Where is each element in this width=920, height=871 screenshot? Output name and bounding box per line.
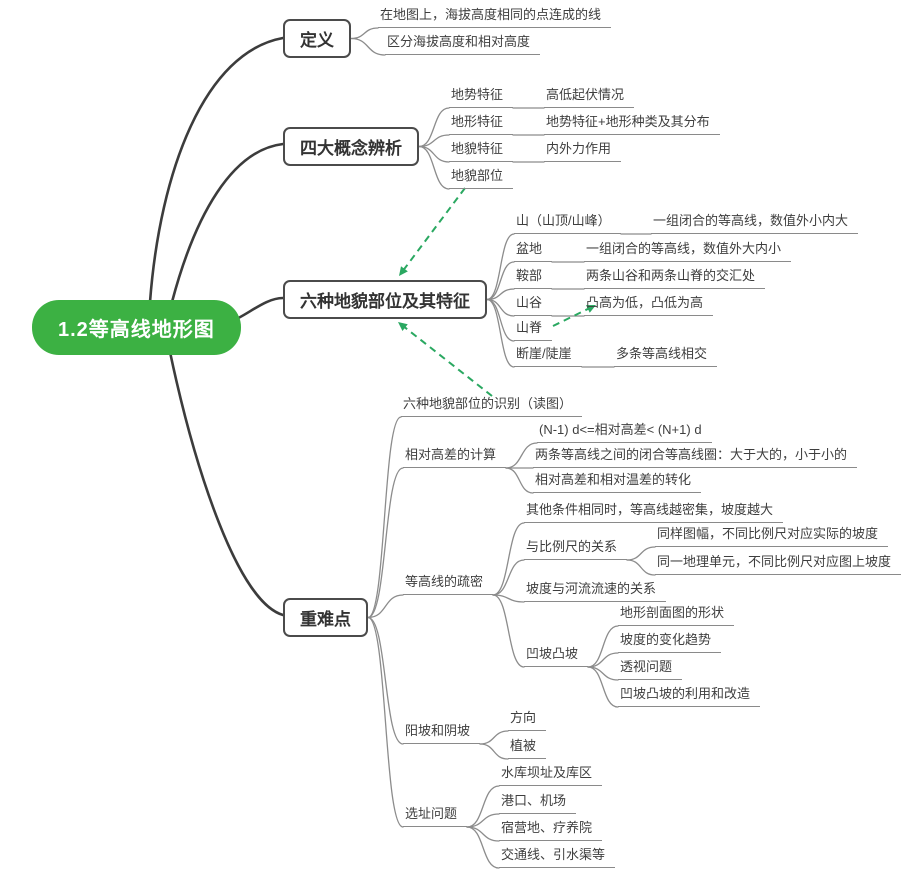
leaf-landform-position[interactable]: 地貌部位 [449,167,514,189]
root-topic[interactable]: 1.2等高线地形图 [32,300,241,355]
leaf-slope-change-trend[interactable]: 坡度的变化趋势 [618,631,722,653]
branch-four-concepts[interactable]: 四大概念辨析 [283,127,419,166]
leaf-geomorphic-feature-desc[interactable]: 内外力作用 [544,140,622,162]
leaf-valley-desc[interactable]: 凸高为低，凸低为高 [584,294,714,316]
leaf-perspective-problem[interactable]: 透视问题 [618,658,683,680]
leaf-port-airport[interactable]: 港口、机场 [499,792,577,814]
leaf-identification[interactable]: 六种地貌部位的识别（读图） [401,395,583,417]
branch-six-landform-parts[interactable]: 六种地貌部位及其特征 [283,280,487,319]
leaf-slope-use-improve[interactable]: 凹坡凸坡的利用和改造 [618,685,761,707]
leaf-rh-closed-contour[interactable]: 两条等高线之间的闭合等高线圈：大于大的，小于小的 [533,446,858,468]
leaf-vegetation[interactable]: 植被 [508,737,547,759]
leaf-slope-river-speed[interactable]: 坡度与河流流速的关系 [524,580,667,602]
leaf-site-selection[interactable]: 选址问题 [403,805,468,827]
leaf-rh-temp-conversion[interactable]: 相对高差和相对温差的转化 [533,471,702,493]
leaf-direction[interactable]: 方向 [508,709,547,731]
leaf-rh-formula[interactable]: (N-1) d<=相对高差< (N+1) d [537,421,712,443]
leaf-cliff-desc[interactable]: 多条等高线相交 [614,345,718,367]
leaf-basin-desc[interactable]: 一组闭合的等高线，数值外大内小 [584,240,792,262]
branch-definition[interactable]: 定义 [283,19,351,58]
leaf-basin[interactable]: 盆地 [514,240,553,262]
leaf-altitude-vs-relative[interactable]: 区分海拔高度和相对高度 [385,33,541,55]
branch-key-difficulties[interactable]: 重难点 [283,598,368,637]
leaf-landform-type-desc[interactable]: 地势特征+地形种类及其分布 [544,113,720,135]
leaf-mountain[interactable]: 山（山顶/山峰） [514,212,621,234]
leaf-contour-density[interactable]: 等高线的疏密 [403,573,494,595]
leaf-camp-sanatorium[interactable]: 宿营地、疗养院 [499,819,603,841]
leaf-ridge[interactable]: 山脊 [514,319,553,341]
leaf-density-rule[interactable]: 其他条件相同时，等高线越密集，坡度越大 [524,501,784,523]
leaf-traffic-canal[interactable]: 交通线、引水渠等 [499,846,616,868]
leaf-terrain-trend-desc[interactable]: 高低起伏情况 [544,86,635,108]
leaf-saddle-desc[interactable]: 两条山谷和两条山脊的交汇处 [584,267,766,289]
leaf-concave-convex-slope[interactable]: 凹坡凸坡 [524,645,589,667]
leaf-scale-same-unit[interactable]: 同一地理单元，不同比例尺对应图上坡度 [655,553,902,575]
leaf-dam-site[interactable]: 水库坝址及库区 [499,764,603,786]
leaf-scale-same-frame[interactable]: 同样图幅，不同比例尺对应实际的坡度 [655,525,889,547]
leaf-relative-height-calc[interactable]: 相对高差的计算 [403,446,507,468]
leaf-valley[interactable]: 山谷 [514,294,553,316]
leaf-terrain-trend[interactable]: 地势特征 [449,86,514,108]
leaf-contour-definition[interactable]: 在地图上，海拔高度相同的点连成的线 [378,6,612,28]
leaf-cliff[interactable]: 断崖/陡崖 [514,345,582,367]
leaf-geomorphic-feature[interactable]: 地貌特征 [449,140,514,162]
leaf-landform-type[interactable]: 地形特征 [449,113,514,135]
leaf-scale-relation[interactable]: 与比例尺的关系 [524,538,628,560]
leaf-sunny-shady-slope[interactable]: 阳坡和阴坡 [403,722,481,744]
leaf-mountain-desc[interactable]: 一组闭合的等高线，数值外小内大 [651,212,859,234]
leaf-profile-shape[interactable]: 地形剖面图的形状 [618,604,735,626]
leaf-saddle[interactable]: 鞍部 [514,267,553,289]
